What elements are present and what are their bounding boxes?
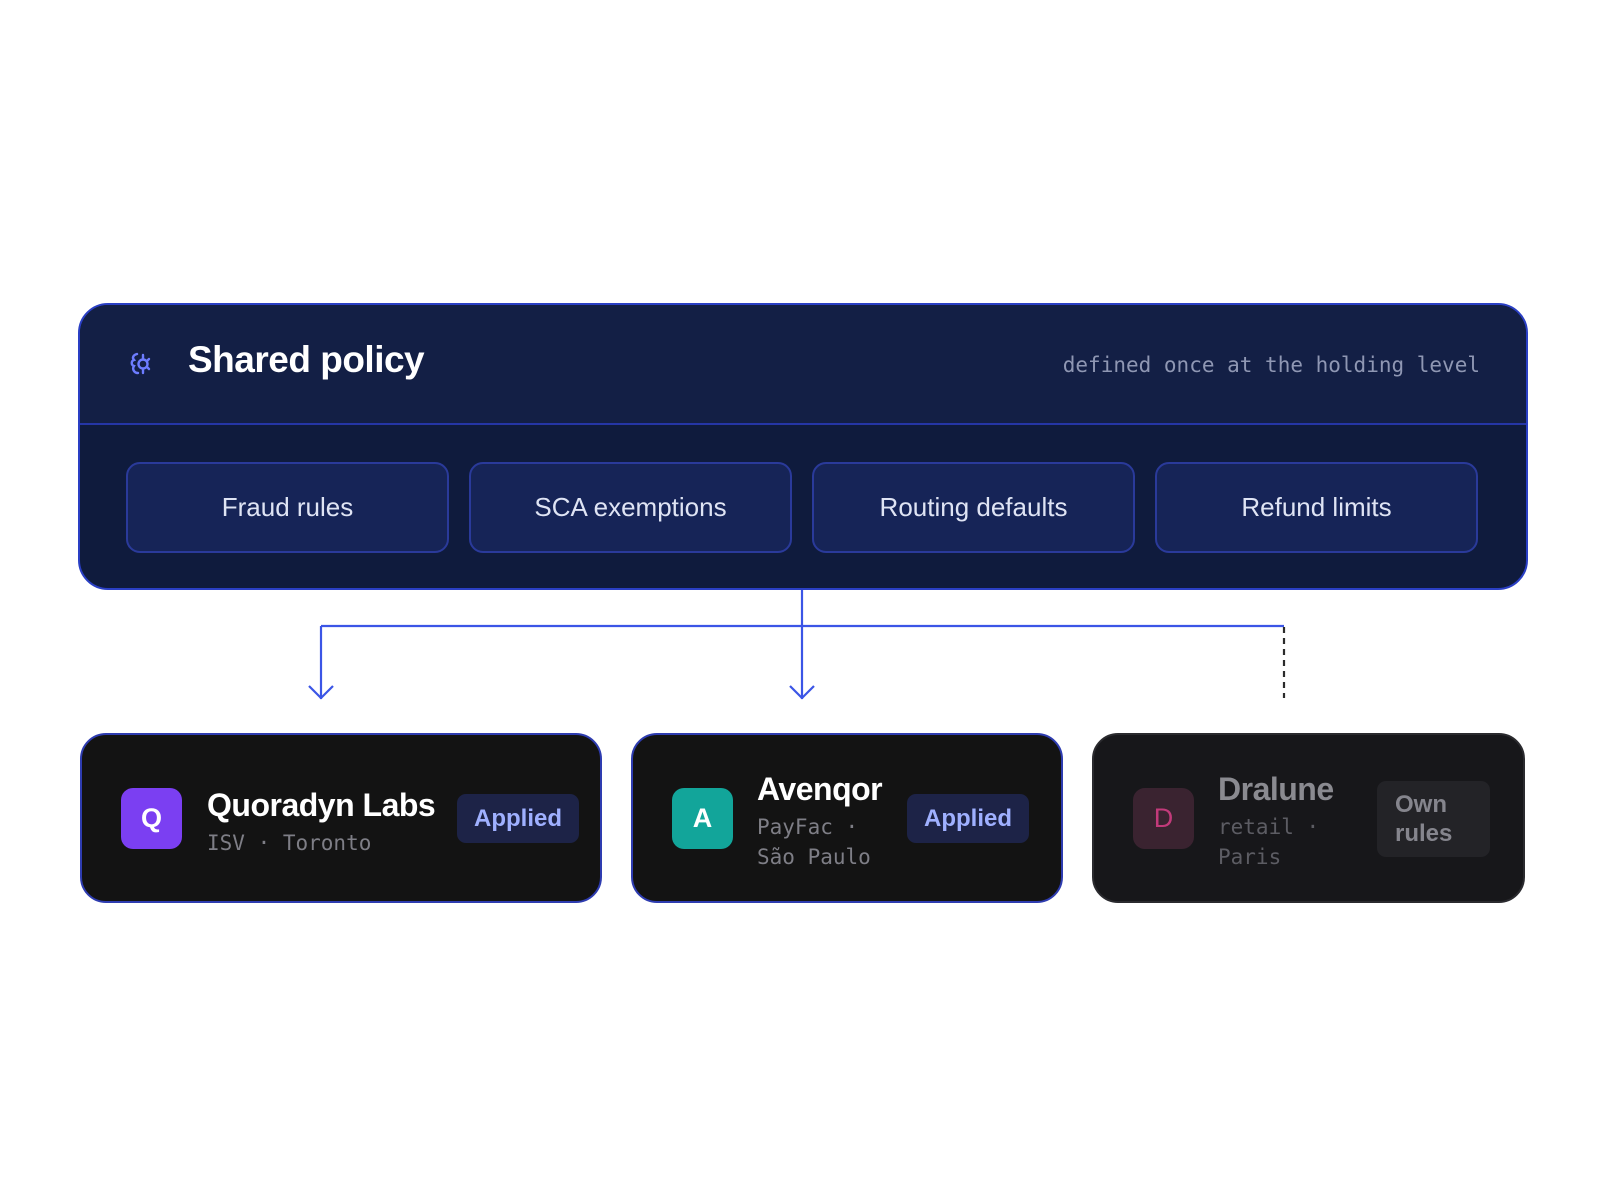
status-badge: Applied [907, 794, 1029, 843]
shared-policy-panel: Shared policy defined once at the holdin… [78, 303, 1528, 590]
merchant-name: Dralune [1218, 771, 1334, 807]
merchant-name: Avenqor [757, 771, 883, 807]
avatar: D [1133, 788, 1194, 849]
merchant-card-avenqor[interactable]: A Avenqor PayFac · São Paulo Applied [631, 733, 1063, 903]
rule-refund-limits[interactable]: Refund limits [1155, 462, 1478, 553]
own-rules-line2: rules [1395, 820, 1453, 847]
policy-header: Shared policy defined once at the holdin… [80, 305, 1526, 425]
merchant-meta-line1: PayFac · [757, 815, 859, 839]
merchant-card-quoradyn[interactable]: Q Quoradyn Labs ISV · Toronto Applied [80, 733, 602, 903]
rule-sca-exemptions[interactable]: SCA exemptions [469, 462, 792, 553]
policy-rules: Fraud rules SCA exemptions Routing defau… [126, 462, 1478, 553]
avatar: Q [121, 788, 182, 849]
merchant-meta-line1: retail · [1218, 815, 1320, 839]
merchant-meta-line2: São Paulo [757, 845, 871, 869]
merchant-meta: ISV · Toronto [207, 831, 372, 855]
gear-icon [130, 352, 151, 375]
merchant-meta-line2: Paris [1218, 845, 1282, 869]
rule-fraud-rules[interactable]: Fraud rules [126, 462, 449, 553]
own-rules-line1: Own [1395, 791, 1447, 818]
policy-note: defined once at the holding level [1062, 353, 1480, 377]
status-badge: Applied [457, 794, 579, 843]
avatar: A [672, 788, 733, 849]
own-rules-badge: Own rules [1377, 781, 1490, 857]
middle-arrow-head [789, 685, 815, 700]
rule-routing-defaults[interactable]: Routing defaults [812, 462, 1135, 553]
merchant-card-dralune[interactable]: D Dralune retail · Paris Own rules [1092, 733, 1525, 903]
left-arrow-head [308, 685, 334, 700]
merchant-name: Quoradyn Labs [207, 787, 436, 823]
policy-title: Shared policy [188, 339, 425, 380]
